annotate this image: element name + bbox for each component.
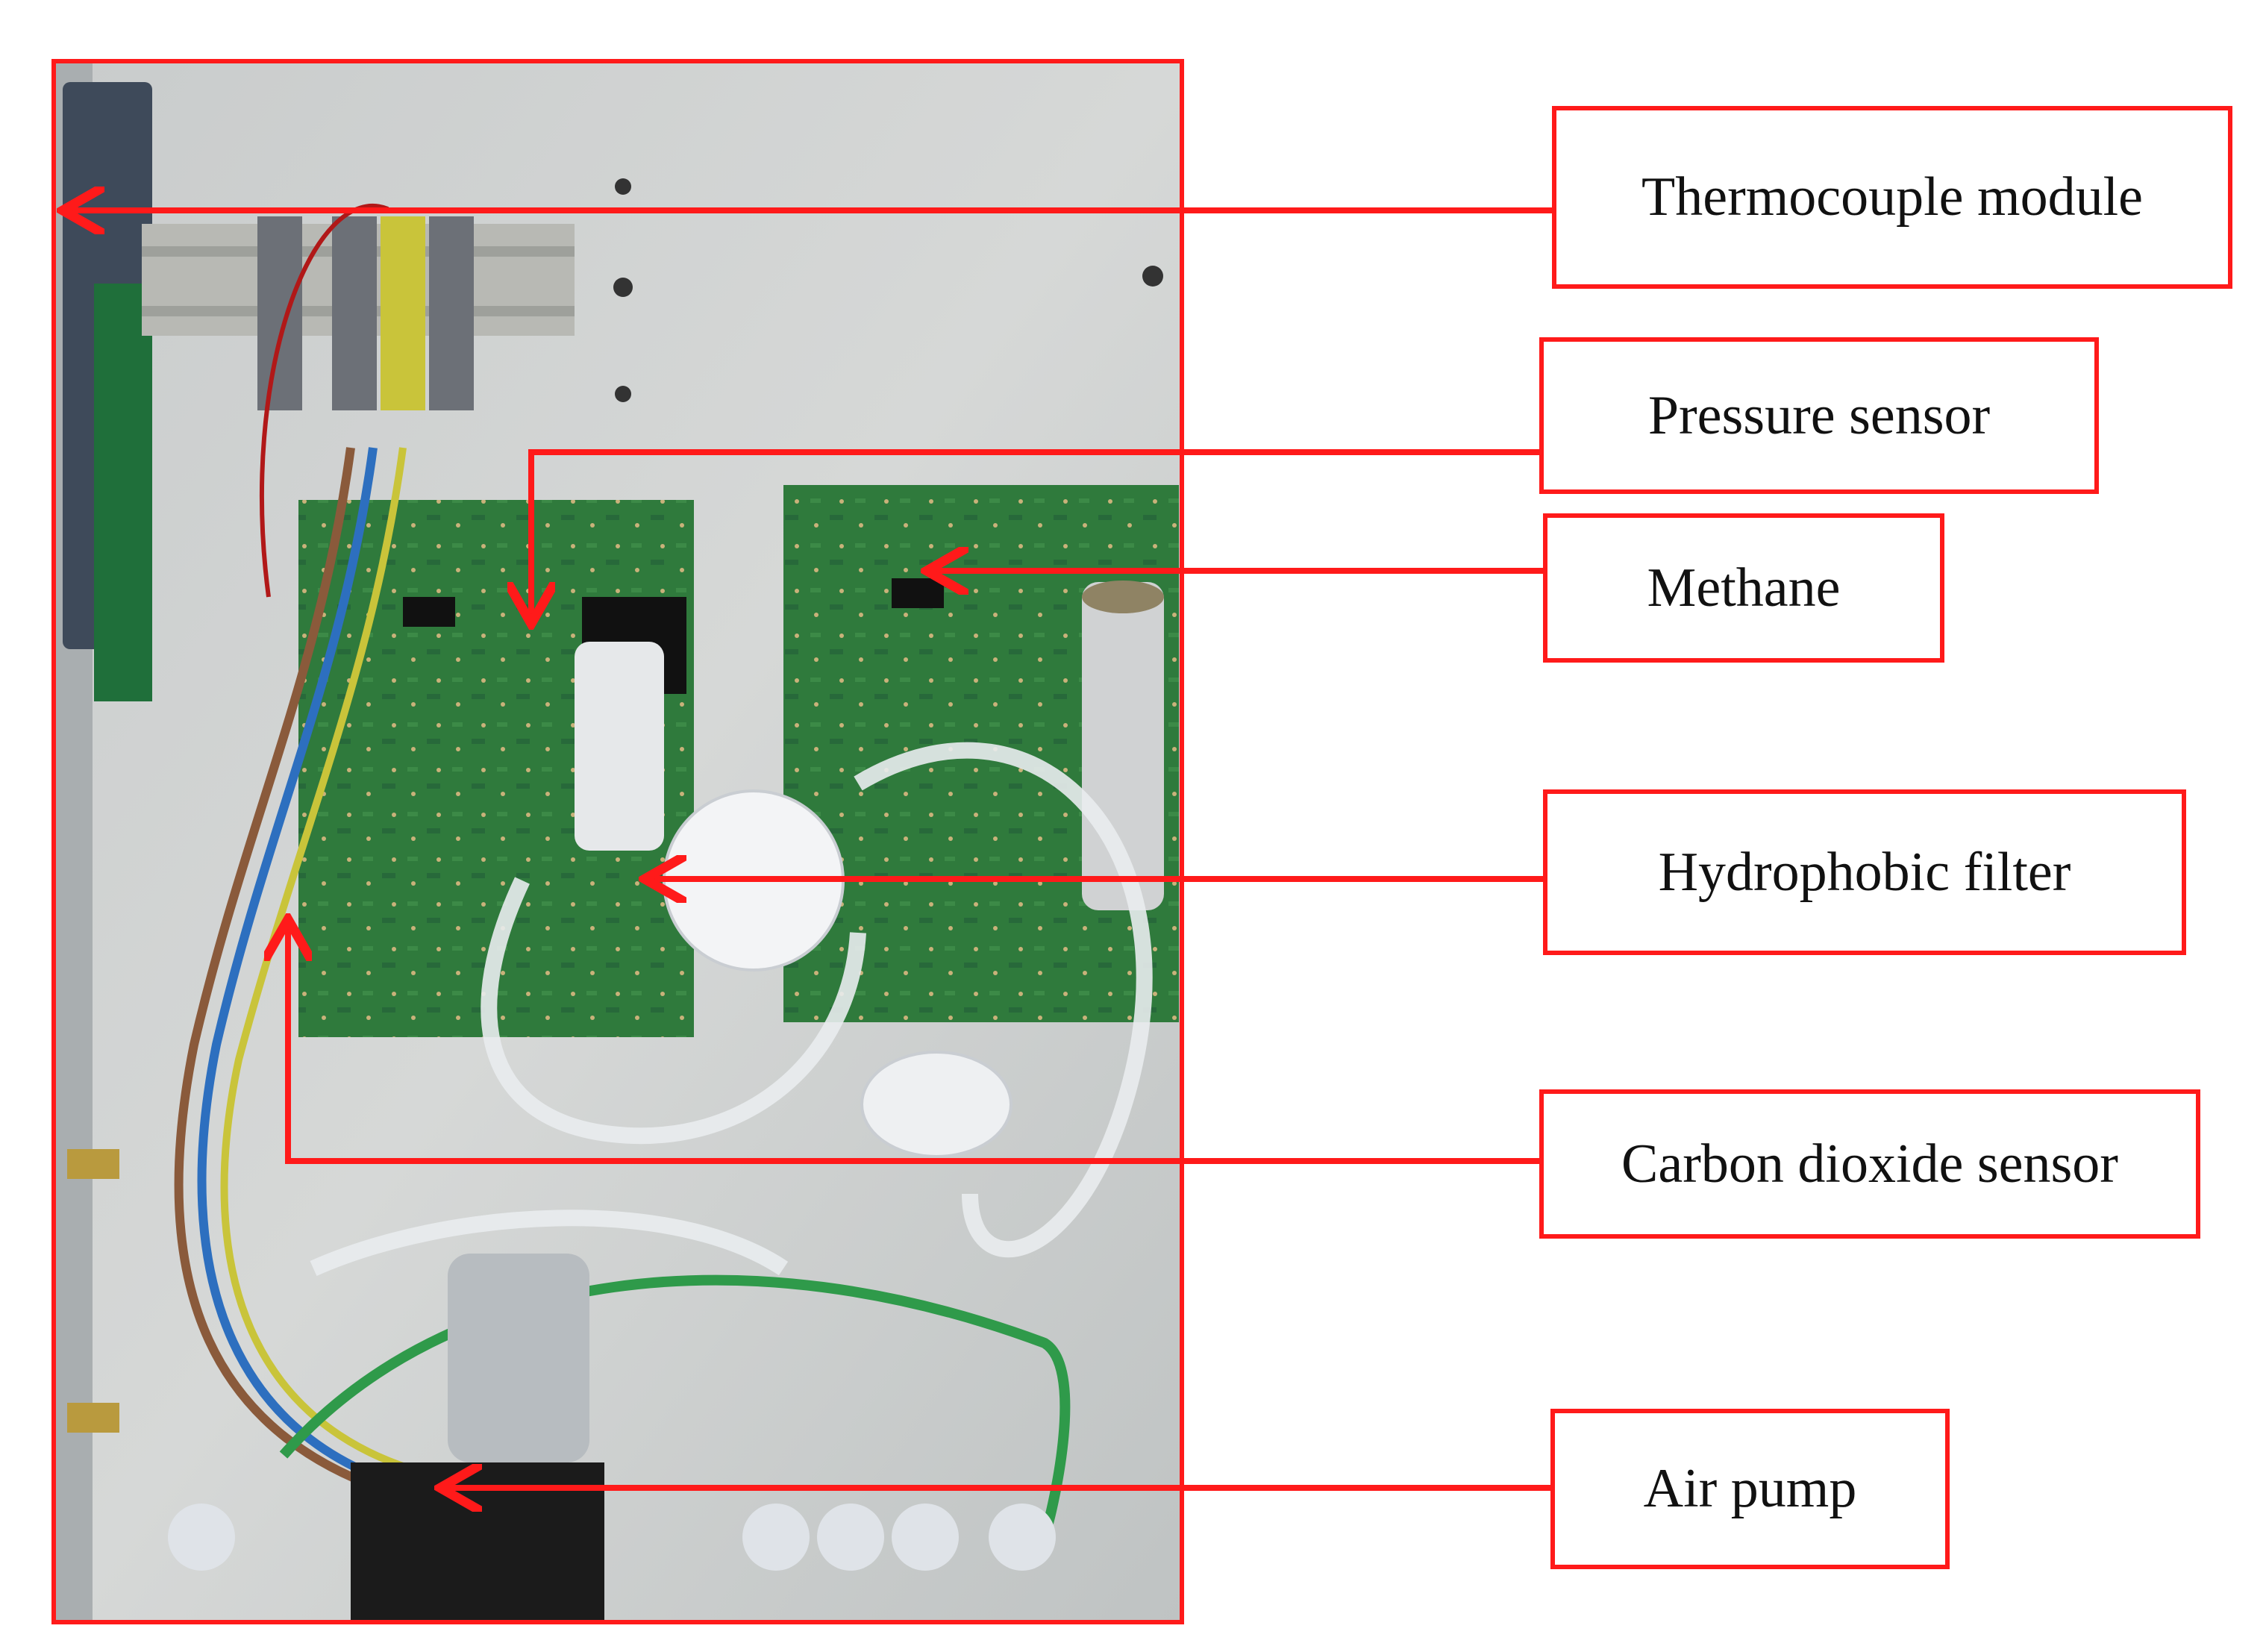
air-pump-body (448, 1254, 589, 1462)
label-methane: Methane (1543, 513, 1944, 663)
enclosure-photo (54, 61, 1182, 1622)
methane-sensor-can (575, 642, 664, 851)
label-hydrophobic-filter: Hydrophobic filter (1543, 789, 2186, 955)
label-air-pump: Air pump (1550, 1409, 1950, 1569)
arrow-pressure (531, 449, 1539, 618)
annotation-arrows (69, 210, 1552, 1488)
label-pressure-sensor: Pressure sensor (1539, 337, 2099, 494)
arrow-co2 (288, 925, 1539, 1164)
label-thermocouple-module: Thermocouple module (1552, 106, 2232, 289)
photo-frame (51, 59, 1184, 1624)
label-carbon-dioxide-sensor: Carbon dioxide sensor (1539, 1089, 2200, 1239)
